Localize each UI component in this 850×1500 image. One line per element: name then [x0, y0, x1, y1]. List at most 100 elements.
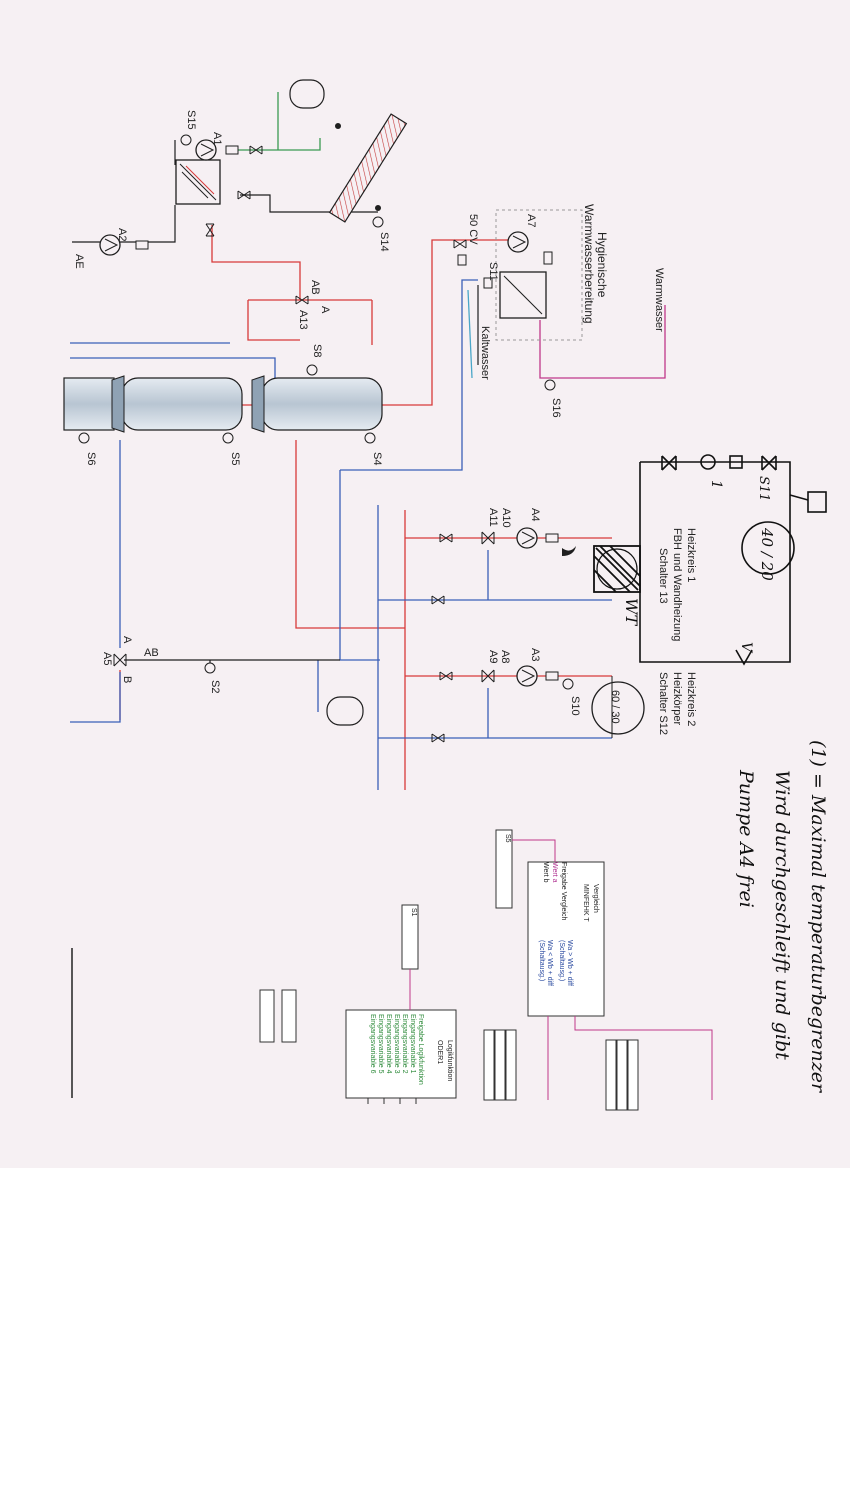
label-A10: A10 — [500, 508, 512, 528]
freigabe-vergleich: Freigabe Vergleich — [560, 862, 567, 920]
vergleich-title: Vergleich — [592, 884, 599, 913]
logik-name: ODER1 — [436, 1040, 443, 1064]
valve-icon — [249, 145, 263, 155]
mixer-A10 — [481, 531, 495, 545]
label-warmwasser: Warmwasser — [653, 268, 665, 332]
control-pipes — [72, 140, 479, 668]
storage-tanks — [63, 375, 383, 433]
hk2-switch: Schalter S12 — [657, 672, 669, 735]
pump-A4 — [516, 527, 538, 549]
limit-thermostat-mark — [562, 546, 576, 556]
label-S8: S8 — [311, 344, 323, 357]
hand-note-line3: Pumpe A4 frei — [735, 769, 757, 908]
sensor-S14-icon — [372, 216, 384, 228]
output-tag — [494, 1029, 506, 1101]
flowmeter — [135, 240, 149, 250]
return-pipes — [70, 279, 612, 790]
label-S14: S14 — [378, 232, 390, 252]
component-labels: A1 S15 A2 AE S14 A13 AB A S8 S6 S5 S4 50… — [73, 110, 697, 735]
label-A1: A1 — [211, 132, 223, 145]
output-tag — [281, 989, 297, 1043]
radiator-symbol — [591, 681, 645, 735]
output-1-sub: (Schaltausg.) — [558, 940, 565, 981]
collector-sensor-dot — [375, 205, 381, 211]
warmwater-line — [539, 305, 666, 379]
valve-icon — [237, 190, 251, 200]
label-AE: AE — [73, 254, 85, 269]
collector-line — [228, 138, 321, 151]
heating-schematic: A1 S15 A2 AE S14 A13 AB A S8 S6 S5 S4 50… — [63, 79, 829, 1111]
hk1-title: Heizkreis 1 — [685, 528, 697, 582]
flowmeter — [543, 251, 553, 265]
eingang-6: Eingangsvariable 6 — [369, 1014, 376, 1074]
sensor-S15-icon — [180, 134, 192, 146]
label-S2: S2 — [209, 680, 221, 693]
output-tag — [483, 1029, 495, 1101]
label-CV50: 50 CV — [467, 214, 479, 245]
label-kaltwasser: Kaltwasser — [479, 326, 491, 380]
label-A-top: A — [319, 306, 331, 314]
expansion-vessel — [289, 79, 325, 109]
hygiene-title-1: Hygienische — [595, 232, 609, 298]
eingang-3: Eingangsvariable 3 — [393, 1014, 400, 1074]
hk1-switch: Schalter 13 — [657, 548, 669, 604]
sensor-S16-icon — [544, 379, 556, 391]
handwritten-notes: 40 / 20 WT 1 S11 V (1) = Maximal tempera… — [622, 476, 829, 1094]
hand-drawn-circuit — [639, 454, 827, 666]
freigabe-logik: Freigabe Logikfunktion — [417, 1014, 424, 1085]
flowmeter — [545, 533, 559, 543]
label-A-mixer: A — [121, 636, 133, 644]
eingang-5: Eingangsvariable 5 — [377, 1014, 384, 1074]
output-tag — [616, 1039, 628, 1111]
output-2: Wa < Wb + diff — [546, 940, 553, 986]
pump-A2 — [99, 234, 121, 256]
s1-tag-label: S1 — [410, 908, 417, 917]
label-A13: A13 — [297, 310, 309, 330]
compare-block — [527, 861, 605, 1017]
hand-drawn-heat-exchanger — [593, 545, 641, 593]
valve-icon — [439, 533, 453, 543]
label-S11: S11 — [487, 262, 499, 281]
label-AB-mixer: AB — [144, 647, 159, 659]
label-A4: A4 — [529, 508, 541, 521]
s5-input-tag — [495, 829, 513, 909]
hand-note-line1: (1) = Maximal temperaturbegrenzer — [807, 740, 829, 1094]
solar-collector — [328, 113, 408, 223]
sensor-S10-icon — [562, 678, 574, 690]
pump-A3 — [516, 665, 538, 687]
label-A2: A2 — [116, 228, 128, 241]
output-2-sub: (Schaltausg.) — [538, 940, 545, 981]
vergleich-name: MINFEHK T — [582, 884, 589, 922]
hand-wt: WT — [622, 598, 641, 626]
mixer-A13 — [295, 295, 309, 305]
hand-mark-1: 1 — [708, 480, 724, 489]
sensor-S8-icon — [306, 364, 318, 376]
wert-a: Wert a — [551, 862, 558, 883]
s5-tag-label: S5 — [504, 834, 511, 843]
hand-mark-s11: S11 — [756, 476, 771, 501]
label-A9: A9 — [487, 650, 499, 663]
output-tag — [505, 1029, 517, 1101]
flowmeter — [545, 671, 559, 681]
eingang-4: Eingangsvariable 4 — [385, 1014, 392, 1074]
flowmeter — [225, 145, 239, 155]
collector-sensor-dot — [335, 123, 341, 129]
logic-or-block — [345, 1009, 457, 1099]
output-tag — [627, 1039, 639, 1111]
mixer-A5 — [113, 653, 127, 667]
label-S15: S15 — [185, 110, 197, 130]
logic-texts: Vergleich MINFEHK T Freigabe Vergleich W… — [369, 834, 599, 1085]
radiator-temp: 60 / 30 — [609, 690, 621, 724]
label-B-mixer: B — [121, 676, 133, 683]
label-S16: S16 — [550, 398, 562, 418]
hand-temp-hk1: 40 / 20 — [758, 527, 776, 581]
label-A7: A7 — [525, 214, 537, 227]
expansion-vessel — [326, 696, 364, 726]
pump-A1 — [195, 139, 217, 161]
sensor-S6-icon — [78, 432, 90, 444]
hk2-subtitle: Heizkörper — [671, 672, 683, 726]
sensor-S2-icon — [204, 662, 216, 674]
output-tag — [259, 989, 275, 1043]
valve-icon — [439, 671, 453, 681]
label-AB-top: AB — [309, 280, 321, 295]
